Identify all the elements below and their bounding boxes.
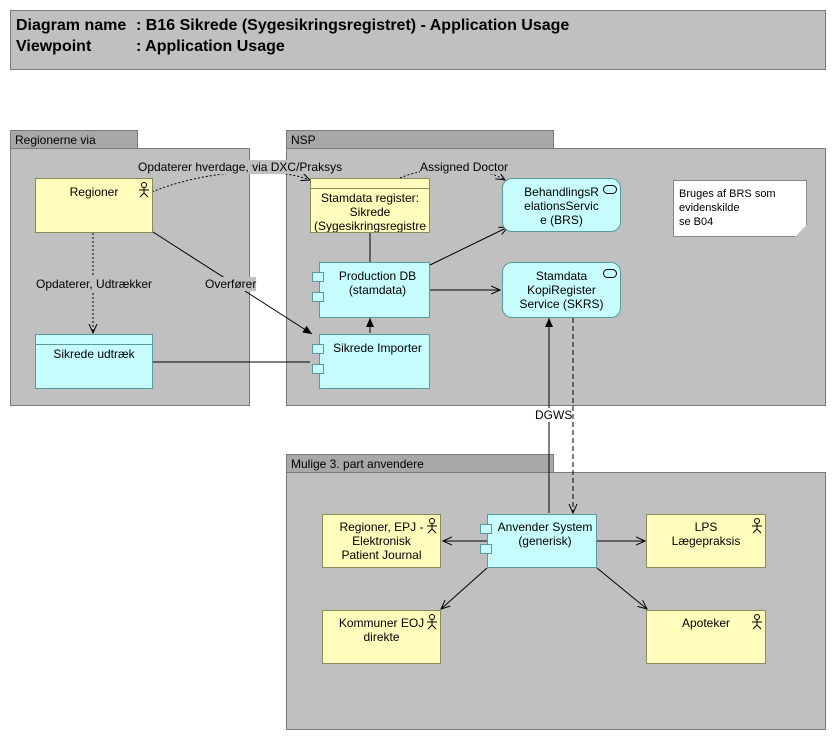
component-icon (312, 364, 324, 374)
label-dgws: DGWS (535, 408, 573, 422)
component-icon (312, 272, 324, 282)
node-lps[interactable]: LPS Lægepraksis (646, 514, 766, 568)
node-kommuner-eoj-label: Kommuner EOJ direkte (338, 616, 425, 644)
edge-opdaterer-hverdage (151, 171, 310, 193)
group-tab-nsp[interactable]: NSP (286, 130, 554, 148)
edge-db-brs (429, 227, 508, 266)
actor-icon (139, 182, 149, 198)
node-brs[interactable]: BehandlingsR elationsServic e (BRS) (502, 178, 621, 232)
node-production-db-label: Production DB (stamdata) (338, 269, 417, 297)
node-stamdata-register[interactable]: Stamdata register: Sikrede (Sygesikrings… (310, 178, 430, 233)
node-kommuner-eoj[interactable]: Kommuner EOJ direkte (322, 610, 441, 664)
node-apoteker[interactable]: Apoteker (646, 610, 766, 664)
component-icon (312, 344, 324, 354)
diagram-header: Diagram name: B16 Sikrede (Sygesikringsr… (10, 10, 826, 70)
node-sikrede-importer[interactable]: Sikrede Importer (319, 334, 430, 389)
label-opdaterer-hverdage: Opdaterer hverdage, via DXC/Praksys (138, 160, 343, 174)
edge-anvender-kommuner (441, 567, 488, 609)
label-overfoerer: Overfører (205, 277, 257, 291)
group-tab-tredjepart[interactable]: Mulige 3. part anvendere (286, 454, 554, 472)
node-anvender-system-label: Anvender System (generisk) (497, 520, 593, 548)
node-anvender-system[interactable]: Anvender System (generisk) (487, 514, 597, 568)
data-object-header (311, 179, 429, 189)
node-regioner-epj-label: Regioner, EPJ - Elektronisk Patient Jour… (339, 520, 424, 562)
service-icon (603, 185, 617, 194)
edge-anvender-apoteker (596, 567, 647, 609)
node-sikrede-udtraek-label: Sikrede udtræk (53, 347, 135, 361)
actor-icon (427, 614, 437, 630)
node-lps-label: LPS Lægepraksis (671, 520, 741, 548)
component-icon (480, 544, 492, 554)
data-object-header (36, 335, 152, 345)
viewpoint-line: Viewpoint: Application Usage (16, 38, 285, 55)
label-assigned-doctor: Assigned Doctor (420, 160, 509, 174)
node-skrs-label: Stamdata KopiRegister Service (SKRS) (519, 269, 604, 311)
node-stamdata-register-label: Stamdata register: Sikrede (Sygesikrings… (313, 191, 427, 233)
actor-icon (427, 518, 437, 534)
node-sikrede-udtraek[interactable]: Sikrede udtræk (35, 334, 153, 389)
label-opdaterer-udtraekker: Opdaterer, Udtrækker (36, 277, 153, 291)
service-icon (603, 269, 617, 278)
component-icon (480, 524, 492, 534)
node-regioner-epj[interactable]: Regioner, EPJ - Elektronisk Patient Jour… (322, 514, 441, 568)
actor-icon (752, 614, 762, 630)
node-skrs[interactable]: Stamdata KopiRegister Service (SKRS) (502, 262, 621, 318)
node-regioner-label: Regioner (69, 185, 119, 199)
component-icon (312, 292, 324, 302)
node-apoteker-label: Apoteker (681, 616, 731, 630)
note-bruges-af-brs: Bruges af BRS som evidenskilde se B04 (673, 180, 807, 237)
node-brs-label: BehandlingsR elationsServic e (BRS) (524, 185, 599, 227)
node-regioner[interactable]: Regioner (35, 178, 153, 233)
node-sikrede-importer-label: Sikrede Importer (333, 341, 422, 355)
actor-icon (752, 518, 762, 534)
node-production-db[interactable]: Production DB (stamdata) (319, 262, 430, 318)
diagram-name-line: Diagram name: B16 Sikrede (Sygesikringsr… (16, 17, 570, 34)
